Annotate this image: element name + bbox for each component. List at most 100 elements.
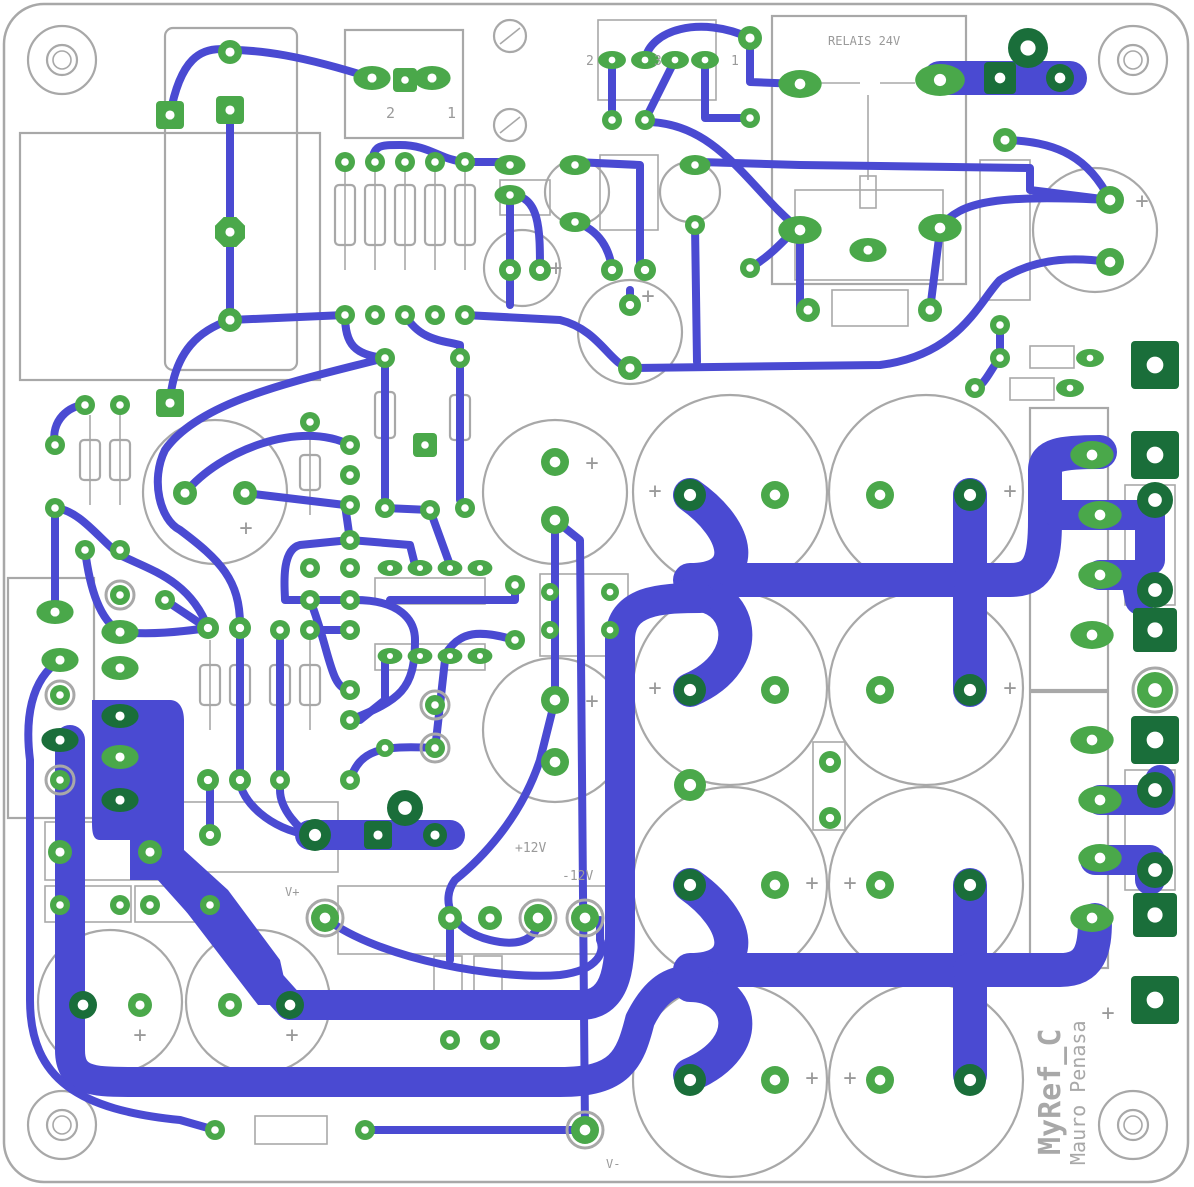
plus-mark: + <box>133 1023 146 1048</box>
signal-trace-51 <box>24 656 219 1134</box>
pad <box>1078 561 1122 589</box>
pad <box>75 395 95 415</box>
pad <box>954 869 986 901</box>
signal-trace-48 <box>444 696 559 947</box>
pad <box>387 790 423 826</box>
pad <box>450 348 470 368</box>
pad <box>1070 726 1114 754</box>
pad <box>199 824 221 846</box>
pad <box>505 630 525 650</box>
pad <box>1096 248 1124 276</box>
pad <box>365 152 385 172</box>
pad <box>1076 349 1104 367</box>
signal-trace-10 <box>571 158 644 274</box>
pad <box>740 108 760 128</box>
pad <box>276 991 304 1019</box>
pad <box>364 821 392 849</box>
pad <box>505 575 525 595</box>
pad <box>110 395 130 415</box>
pad <box>565 1110 605 1150</box>
pad <box>685 215 705 235</box>
plus-mark: + <box>641 284 654 309</box>
mounting-hole-bottom-left <box>26 1089 98 1161</box>
pad <box>138 840 162 864</box>
power-trace-4 <box>953 435 1117 597</box>
connector-pin-1: 1 <box>447 104 456 122</box>
signal-trace-37 <box>280 536 354 604</box>
pad <box>375 498 395 518</box>
right-side-ic <box>979 159 1031 301</box>
pad <box>499 259 521 281</box>
pad <box>866 676 894 704</box>
pad <box>740 258 760 278</box>
transformer-outline <box>163 26 299 372</box>
pad <box>419 732 451 764</box>
pad <box>101 620 139 644</box>
pad <box>395 152 415 172</box>
pad <box>674 1064 706 1096</box>
plus-mark: + <box>585 451 598 476</box>
pad <box>205 1120 225 1140</box>
pad <box>440 1030 460 1050</box>
plus-mark: + <box>805 1066 818 1091</box>
signal-trace-16 <box>641 56 679 124</box>
plus-mark: + <box>805 871 818 896</box>
pad <box>541 506 569 534</box>
pad <box>69 991 97 1019</box>
resistor <box>108 415 132 505</box>
pad <box>45 435 65 455</box>
pad <box>990 348 1010 368</box>
pad <box>915 64 965 96</box>
signal-trace-49 <box>321 914 606 980</box>
pad <box>229 769 251 791</box>
pad <box>413 66 451 90</box>
pad <box>197 617 219 639</box>
pad <box>1137 852 1173 888</box>
pad <box>866 1066 894 1094</box>
mounting-holes <box>26 18 1169 1161</box>
header-pin-3: 3 <box>654 54 662 69</box>
pad <box>1056 379 1084 397</box>
diode-outline-1 <box>831 289 909 327</box>
pad <box>420 500 440 520</box>
pad <box>218 993 242 1017</box>
pad <box>340 435 360 455</box>
pad <box>480 1030 500 1050</box>
pad <box>1131 431 1179 479</box>
pad <box>140 895 160 915</box>
cap-c14 <box>1031 166 1159 294</box>
relay-coil-symbol <box>859 175 877 209</box>
pad <box>375 348 395 368</box>
pad <box>993 128 1017 152</box>
pad <box>340 770 360 790</box>
signal-trace-11 <box>696 158 1114 204</box>
pad <box>156 389 184 417</box>
pad <box>101 704 139 728</box>
pad <box>631 51 659 69</box>
pad <box>340 620 360 640</box>
pad <box>41 648 79 672</box>
pad <box>455 152 475 172</box>
plus-mark: + <box>648 479 661 504</box>
pad <box>110 540 130 560</box>
pad <box>635 110 655 130</box>
signal-trace-45 <box>356 656 389 724</box>
pad <box>618 356 642 380</box>
pad <box>413 433 437 457</box>
pad <box>300 620 320 640</box>
pad <box>761 871 789 899</box>
pad <box>455 305 475 325</box>
pad <box>598 51 626 69</box>
pad <box>437 560 463 576</box>
signal-trace-25 <box>153 354 389 629</box>
pad <box>340 710 360 730</box>
pad <box>104 579 136 611</box>
pad <box>335 305 355 325</box>
power-trace-9 <box>55 725 715 1097</box>
pad <box>1078 786 1122 814</box>
relay-label: RELAIS 24V <box>828 34 900 48</box>
pad <box>674 479 706 511</box>
pad <box>419 689 451 721</box>
pad <box>335 152 355 172</box>
